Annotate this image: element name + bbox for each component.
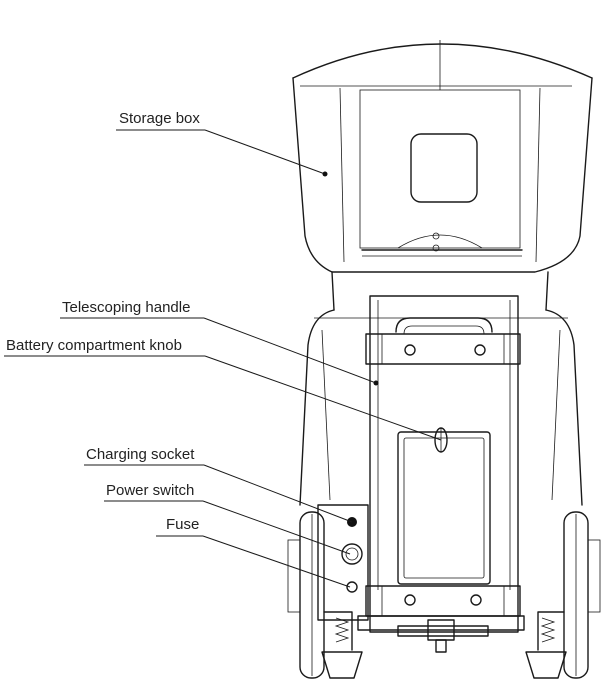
power-switch-label: Power switch	[106, 482, 195, 499]
left-wheel-drawing	[287, 511, 363, 679]
right-wheel-drawing	[525, 511, 601, 679]
charging-socket-label: Charging socket	[86, 446, 195, 463]
telescoping-handle-label: Telescoping handle	[62, 299, 191, 316]
telescoping-handle-drawing	[365, 295, 521, 633]
battery-compartment-knob-label: Battery compartment knob	[6, 337, 182, 354]
fuse-icon	[346, 581, 358, 593]
leader-lines	[4, 129, 442, 588]
port-panel-drawing	[317, 504, 369, 621]
storage-box-label: Storage box	[119, 110, 200, 127]
power-switch-icon	[341, 543, 363, 565]
fuse-label: Fuse	[166, 516, 200, 533]
storage-box-drawing	[292, 40, 593, 311]
battery-compartment-drawing	[397, 427, 491, 585]
lower-crossbar-drawing	[357, 585, 525, 653]
robot-body-drawing	[299, 309, 583, 506]
